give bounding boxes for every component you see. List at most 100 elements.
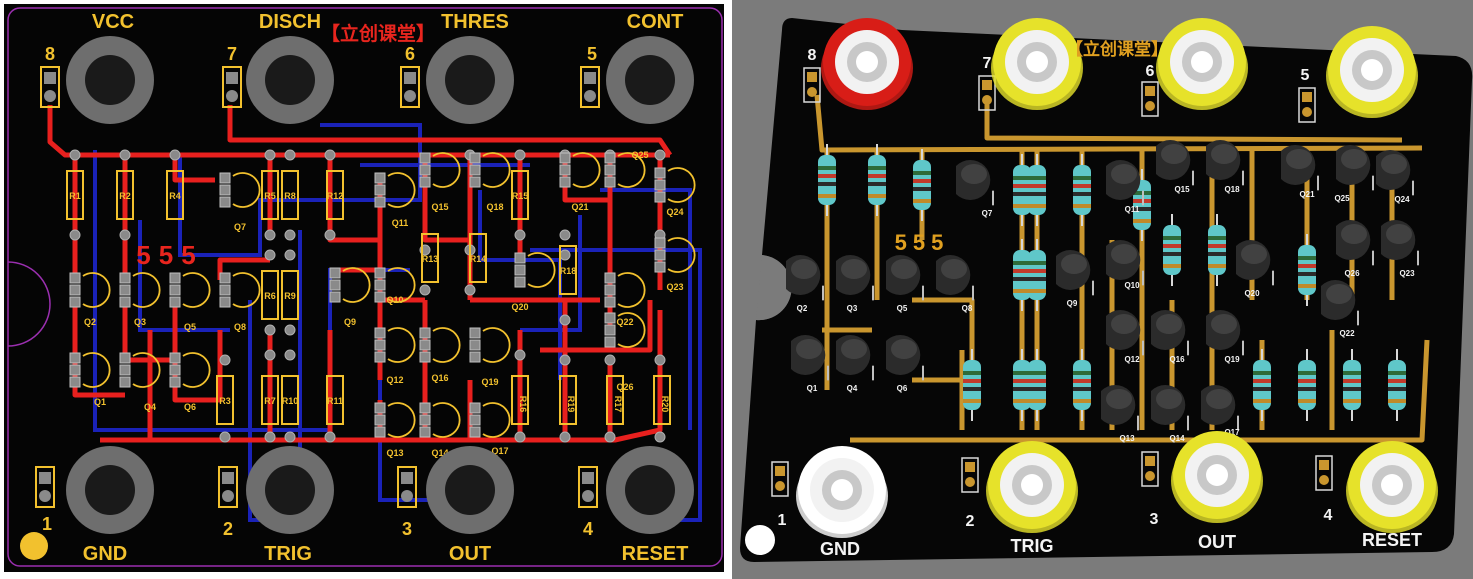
transistor-footprint: Q11 [374, 172, 416, 228]
banana-jack-icon[interactable] [426, 36, 514, 124]
transistor-footprint: Q17 [469, 402, 511, 456]
transistor-to92-icon: Q3 [836, 254, 874, 313]
banana-jack-icon[interactable] [796, 446, 888, 538]
pin-number-label: 5 [587, 44, 597, 64]
resistor-icon [1028, 349, 1046, 421]
banana-jack-icon[interactable] [606, 36, 694, 124]
transistor-footprint: Q22 [604, 272, 646, 327]
transistor-to92-icon: Q15 [1156, 140, 1194, 194]
transistor-label: Q12 [386, 375, 403, 385]
pin-number-label-3d: 6 [1146, 63, 1155, 80]
pin-name-label: CONT [627, 11, 684, 33]
resistor-label: R16 [518, 396, 528, 413]
banana-jack-icon[interactable] [991, 18, 1083, 110]
banana-jack-icon[interactable] [246, 446, 334, 534]
transistor-footprint: Q19 [469, 327, 511, 387]
transistor-label-3d: Q3 [847, 304, 858, 313]
pin-number-label-3d: 7 [983, 55, 992, 72]
transistor-label-3d: Q18 [1224, 185, 1240, 194]
transistor-footprint: Q7 [219, 172, 261, 232]
pin-number-label-3d: 8 [808, 47, 817, 64]
resistor-icon [1163, 214, 1181, 286]
transistor-label: Q10 [386, 295, 403, 305]
transistor-footprint: Q20 [511, 252, 556, 312]
transistor-label: Q19 [481, 377, 498, 387]
pin1-marker [20, 532, 48, 560]
banana-jack-icon[interactable] [606, 446, 694, 534]
transistor-footprint: Q9 [329, 267, 371, 327]
banana-jack-icon[interactable] [1346, 441, 1438, 533]
chip-label-3d: 555 [895, 230, 950, 255]
pin-number-label-3d: 2 [966, 513, 975, 530]
banana-jack-icon[interactable] [246, 36, 334, 124]
pin-name-label: OUT [449, 543, 491, 565]
header-2pin-icon [803, 67, 821, 103]
header-2pin-icon [35, 466, 55, 508]
resistor-label: R9 [284, 291, 296, 301]
pin-number-label-3d: 5 [1301, 67, 1310, 84]
transistor-footprint: Q3 [119, 272, 161, 327]
header-2pin-icon [400, 66, 420, 108]
resistor-footprint [166, 170, 184, 220]
transistor-label-3d: Q15 [1174, 185, 1190, 194]
header-2pin-icon [218, 466, 238, 508]
resistor-icon [1343, 349, 1361, 421]
transistor-to92-icon: Q19 [1206, 310, 1244, 364]
resistor-label: R19 [566, 396, 576, 413]
transistor-to92-icon: Q18 [1206, 140, 1244, 194]
resistor-label: R10 [282, 396, 299, 406]
resistor-label: R12 [327, 191, 344, 201]
pin-name-label-3d: TRIG [1011, 536, 1054, 556]
banana-jack-icon[interactable] [1156, 18, 1248, 110]
transistor-label: Q24 [666, 207, 683, 217]
header-2pin-icon [1141, 81, 1159, 117]
transistor-footprint: Q16 [419, 327, 461, 383]
brand-label-3d: 【立创课堂】 [1066, 39, 1168, 59]
banana-jack-icon[interactable] [1171, 431, 1263, 523]
transistor-to92-icon: Q9 [1056, 250, 1094, 308]
transistor-label: Q25 [631, 150, 648, 160]
banana-jack-icon[interactable] [1326, 26, 1418, 118]
banana-jack-icon[interactable] [66, 446, 154, 534]
pin-name-label: RESET [622, 543, 689, 565]
header-2pin-icon [771, 461, 789, 497]
transistor-to92-icon: Q20 [1236, 240, 1274, 298]
resistor-label: R8 [284, 191, 296, 201]
pin-number-label-3d: 4 [1324, 507, 1333, 524]
resistor-icon [1013, 154, 1031, 226]
transistor-to92-icon: Q2 [786, 254, 824, 313]
pin-name-label: TRIG [264, 543, 312, 565]
transistor-label-3d: Q8 [962, 304, 973, 313]
resistor-footprint [469, 233, 487, 283]
transistor-label-3d: Q9 [1067, 299, 1078, 308]
header-2pin-icon [578, 466, 598, 508]
banana-jack-icon[interactable] [66, 36, 154, 124]
transistor-to92-icon: Q4 [836, 334, 874, 393]
pin-name-label: GND [83, 543, 127, 565]
banana-jack-icon[interactable] [986, 441, 1078, 533]
resistor-label: R13 [422, 254, 439, 264]
pin-headers-3d [771, 67, 1333, 497]
transistor-to92-icon: Q1 [791, 334, 829, 393]
transistor-label-3d: Q4 [847, 384, 858, 393]
transistor-to92-icon: Q10 [1106, 240, 1144, 290]
resistor-footprint [421, 233, 439, 283]
transistor-label: Q15 [431, 202, 448, 212]
transistor-label: Q5 [184, 322, 196, 332]
resistor-label: R6 [264, 291, 276, 301]
banana-jack-icon[interactable] [426, 446, 514, 534]
resistor-label: R11 [327, 396, 343, 406]
banana-jack-icon[interactable] [821, 18, 913, 110]
resistor-footprint [606, 375, 624, 425]
transistor-label: Q18 [486, 202, 503, 212]
resistor-icon [868, 144, 886, 216]
transistor-label-3d: Q24 [1394, 195, 1410, 204]
header-2pin-icon [978, 75, 996, 111]
transistor-footprint: Q21 [559, 152, 601, 212]
resistor-footprint [559, 245, 577, 295]
transistor-to92-icon: Q26 [1336, 220, 1374, 278]
resistor-icon [1388, 349, 1406, 421]
pin-number-label: 8 [45, 44, 55, 64]
transistor-to92-icon: Q17 [1201, 385, 1240, 437]
pin-number-label: 2 [223, 519, 233, 539]
